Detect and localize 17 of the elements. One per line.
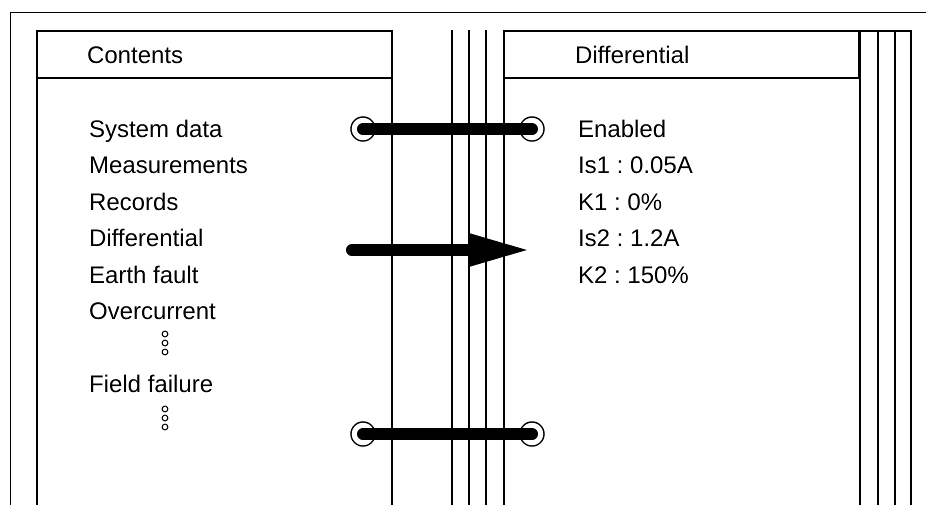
menu-entry: Enabled <box>578 116 666 144</box>
page-panel <box>36 30 393 505</box>
menu-entry: K2 : 150% <box>578 262 689 290</box>
page-title: Differential <box>575 42 690 70</box>
menu-entry: Is1 : 0.05A <box>578 152 693 180</box>
page-panel <box>503 30 912 505</box>
arrow <box>346 233 527 267</box>
menu-entry: Differential <box>89 225 204 253</box>
menu-entry: Earth fault <box>89 262 198 290</box>
menu-entry: Measurements <box>89 152 248 180</box>
menu-entry: Overcurrent <box>89 298 216 326</box>
menu-entry: System data <box>89 116 222 144</box>
menu-entry: Field failure <box>89 371 214 399</box>
menu-entry: Records <box>89 189 178 217</box>
page-title: Contents <box>87 42 184 70</box>
menu-entry: K1 : 0% <box>578 189 662 217</box>
menu-entry: Is2 : 1.2A <box>578 225 680 253</box>
